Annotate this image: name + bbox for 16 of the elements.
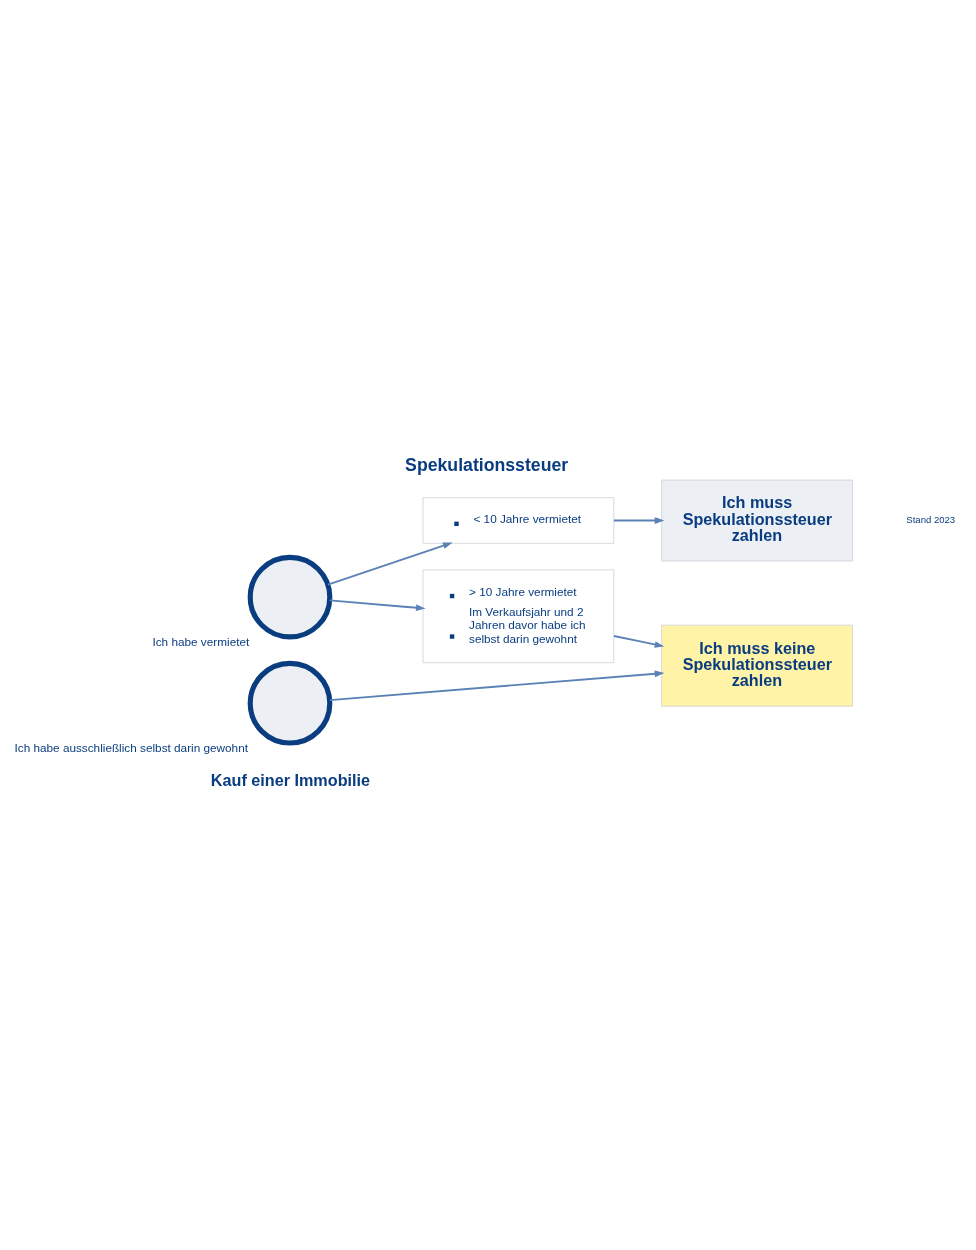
arrow: [328, 599, 426, 611]
arrow: [613, 634, 665, 648]
arrow: [328, 670, 665, 701]
node-circle: [247, 660, 333, 746]
node-box: Ich muss keine Spekulationssteuer zahlen: [661, 624, 853, 707]
arrow: [327, 541, 453, 585]
label: Stand 2023: [906, 513, 956, 525]
node-box: Ich muss Spekulationssteuer zahlen: [661, 479, 853, 561]
diagram-title: Spekulationssteuer: [405, 454, 569, 475]
label: Kauf einer Immobilie: [210, 770, 371, 789]
node-box: < 10 Jahre vermietet: [422, 496, 615, 544]
node-box: > 10 Jahre vermietet Im Verkaufsjahr und 2 Jahren davor habe ich selbst darin gewohnt: [422, 569, 615, 663]
node-label: Ich habe ausschließlich selbst darin gewohnt: [14, 740, 248, 754]
node-circle: [247, 554, 333, 639]
arrow: [613, 516, 665, 524]
node-label: Ich habe vermietet: [152, 634, 250, 648]
